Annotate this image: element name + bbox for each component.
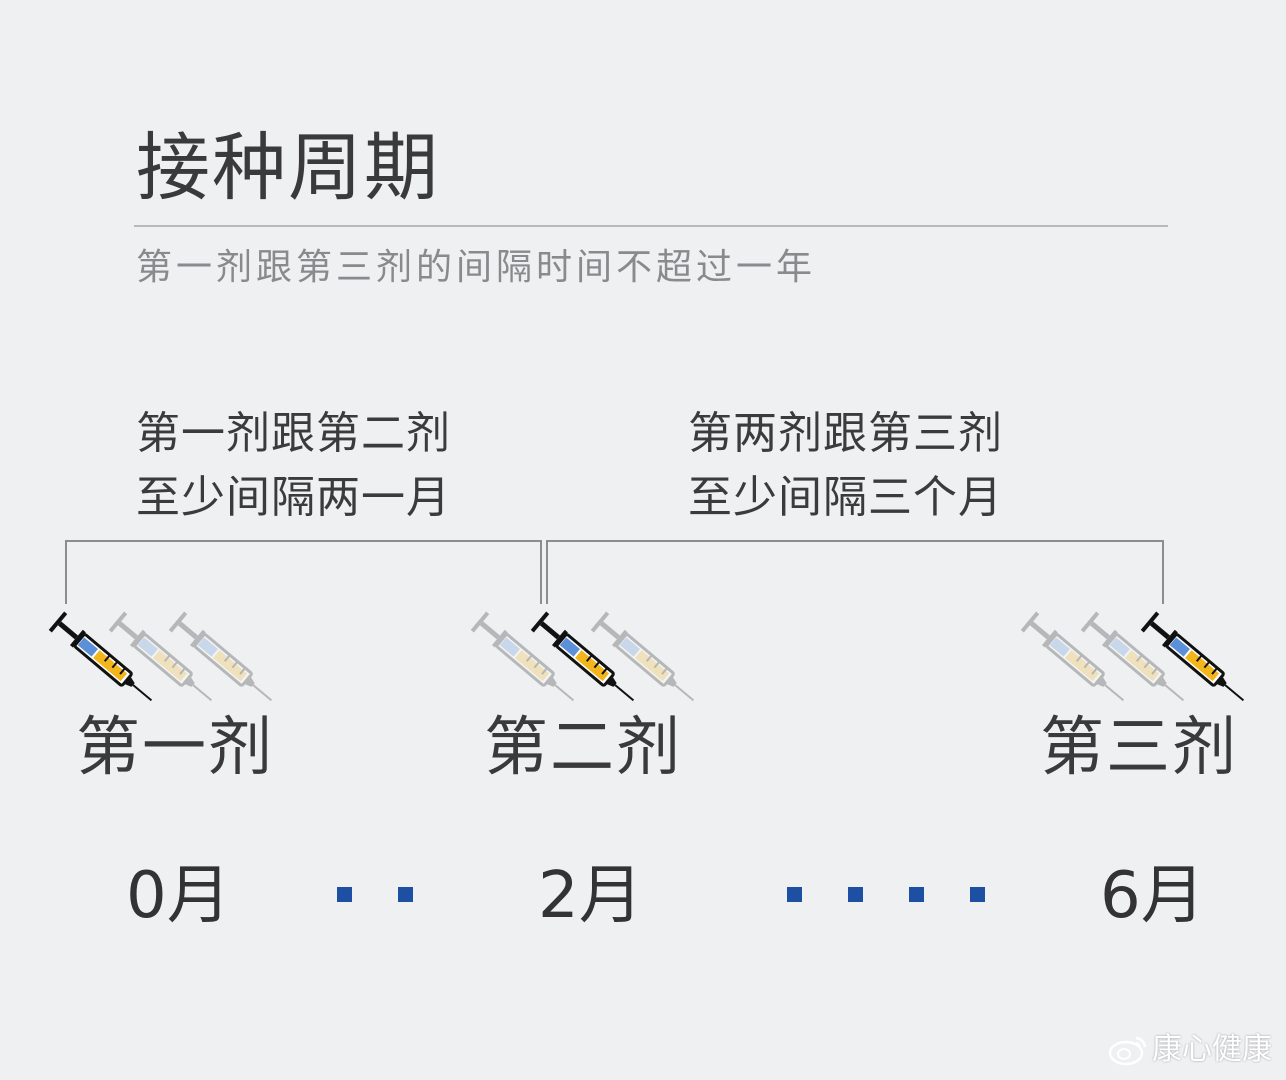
weibo-icon — [1108, 1036, 1147, 1066]
interval-note-1-line2: 至少间隔两一月 — [136, 472, 451, 523]
gap-dot — [398, 887, 413, 902]
page-title: 接种周期 — [136, 125, 440, 211]
dose-3-label: 第三剂 — [1040, 711, 1238, 785]
bracket-first-interval — [65, 540, 542, 604]
gap-dot — [909, 887, 924, 902]
interval-note-1: 第一剂跟第二剂 至少间隔两一月 — [136, 402, 451, 530]
dose-2-month: 2月 — [538, 859, 643, 933]
syringe-icon — [1019, 610, 1133, 712]
syringe-row — [47, 610, 1253, 712]
interval-note-2-line1: 第两剂跟第三剂 — [688, 408, 1003, 459]
gap-dot — [787, 887, 802, 902]
watermark: 康心健康 — [1108, 1028, 1272, 1072]
syringe-icon — [47, 610, 161, 712]
syringe-icon — [1079, 610, 1193, 712]
interval-brackets — [65, 540, 1164, 604]
interval-note-2-line2: 至少间隔三个月 — [688, 472, 1003, 523]
syringe-icon — [589, 610, 703, 712]
page-subtitle: 第一剂跟第三剂的间隔时间不超过一年 — [136, 247, 817, 288]
interval-note-1-line1: 第一剂跟第二剂 — [136, 408, 451, 459]
interval-note-2: 第两剂跟第三剂 至少间隔三个月 — [688, 402, 1003, 530]
dose-3-month: 6月 — [1100, 859, 1205, 933]
dose-1-label: 第一剂 — [76, 711, 274, 785]
syringe-icon — [529, 610, 643, 712]
syringe-icon — [469, 610, 583, 712]
gap-dot — [337, 887, 352, 902]
gap-dot — [848, 887, 863, 902]
gap-dot — [970, 887, 985, 902]
syringe-icon — [167, 610, 281, 712]
syringe-icon — [1139, 610, 1253, 712]
dose-1-month: 0月 — [126, 859, 231, 933]
dose-2-label: 第二剂 — [484, 711, 682, 785]
title-divider — [134, 225, 1168, 227]
bracket-second-interval — [546, 540, 1164, 604]
syringe-icon — [107, 610, 221, 712]
watermark-text: 康心健康 — [1152, 1032, 1272, 1067]
